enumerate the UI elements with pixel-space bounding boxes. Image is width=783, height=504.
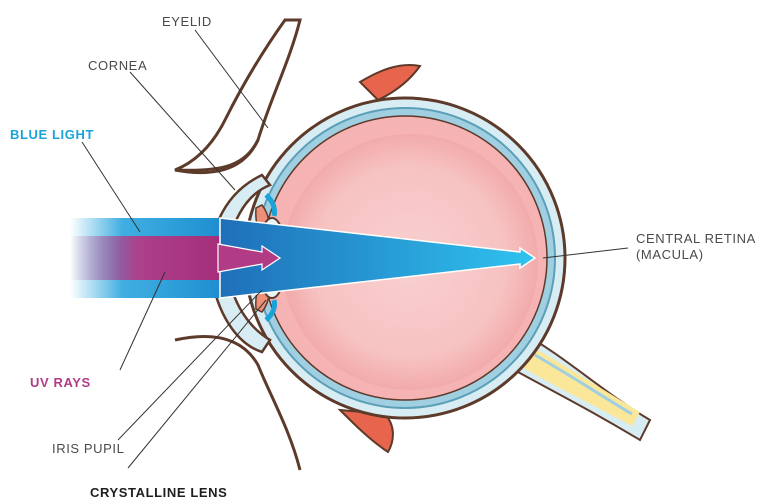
blue-light-label: BLUE LIGHT bbox=[10, 127, 94, 142]
eyelid-label: EYELID bbox=[162, 14, 212, 29]
crystalline-lens-label: CRYSTALLINE LENS bbox=[90, 485, 227, 500]
uv-rays-label: UV RAYS bbox=[30, 375, 91, 390]
iris-pupil-label: IRIS PUPIL bbox=[52, 441, 124, 456]
central-retina-label: CENTRAL RETINA bbox=[636, 231, 756, 246]
macula-label: (MACULA) bbox=[636, 247, 704, 262]
cornea-label: CORNEA bbox=[88, 58, 147, 73]
